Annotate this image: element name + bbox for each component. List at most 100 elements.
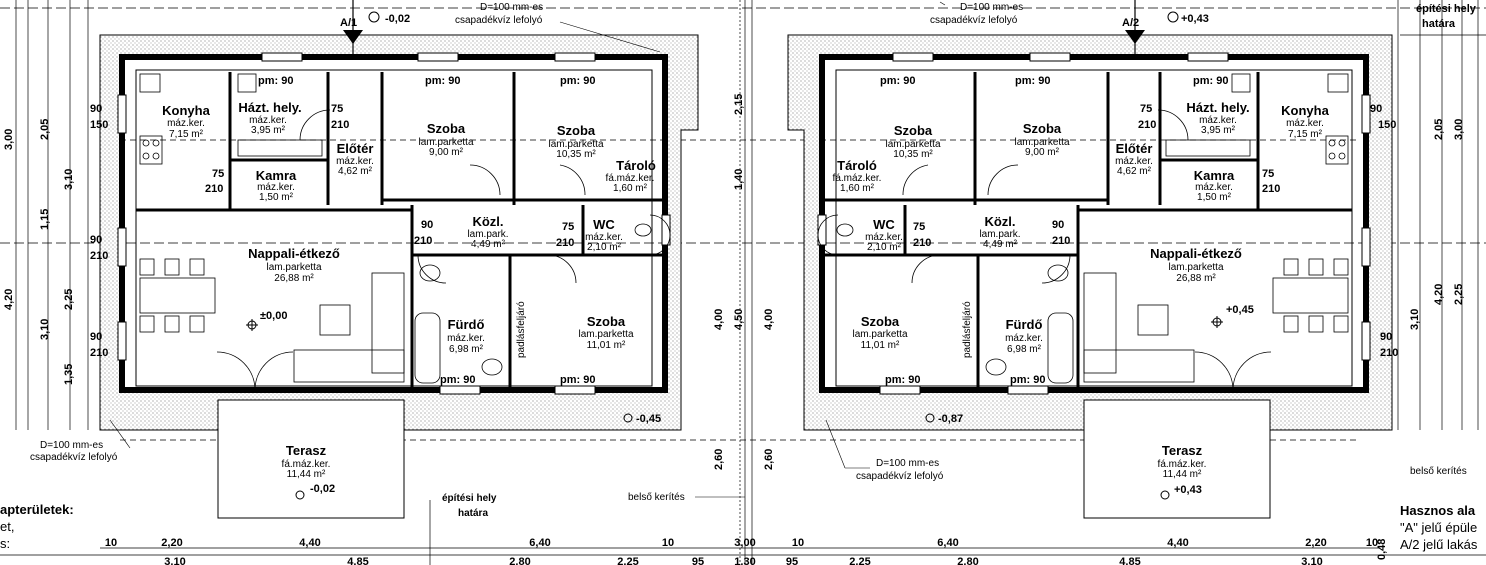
room-area: 6,98 m² (1007, 344, 1042, 355)
svg-text:90: 90 (1052, 219, 1064, 231)
right-limit-l2: határa (1422, 18, 1456, 30)
svg-text:210: 210 (1380, 347, 1398, 359)
room-floor: lam.park. (467, 229, 508, 240)
room-name: WC (873, 217, 895, 232)
right-margin-text: Hasznos ala "A" jelű épüle A/2 jelű laká… (1400, 503, 1478, 552)
svg-text:2,25: 2,25 (63, 289, 75, 310)
pm-tag: pm: 90 (440, 374, 475, 386)
room-name: Fürdő (1006, 317, 1043, 332)
svg-text:4,00: 4,00 (713, 309, 725, 330)
room-name: Szoba (427, 121, 466, 136)
svg-text:10: 10 (1366, 537, 1378, 549)
room-area: 11,01 m² (587, 340, 626, 351)
pm-tag: pm: 90 (425, 75, 460, 87)
level-top-a1: -0,02 (385, 13, 410, 25)
room-floor: máz.ker. (167, 118, 205, 129)
section-marker-a2: A/2 +0,43 (1122, 0, 1209, 55)
downpipe-note-bottom-a2-l1: D=100 mm-es (876, 458, 939, 469)
room-floor: fá.máz.ker. (1158, 459, 1207, 470)
room-floor: fá.máz.ker. (833, 173, 882, 184)
downpipe-note-top-a2-l2: csapadékvíz lefolyó (930, 15, 1018, 26)
svg-text:3,00: 3,00 (3, 129, 15, 150)
svg-text:95: 95 (786, 556, 798, 565)
svg-text:2,25: 2,25 (1453, 284, 1465, 305)
room-name: Tároló (616, 158, 656, 173)
section-label-a2: A/2 (1122, 17, 1139, 29)
svg-text:210: 210 (1052, 235, 1070, 247)
svg-text:2,05: 2,05 (1433, 119, 1445, 140)
svg-text:150: 150 (90, 119, 108, 131)
room-name: Nappali-étkező (1150, 246, 1242, 261)
room-area: 10,35 m² (893, 149, 933, 160)
svg-text:90: 90 (1380, 331, 1392, 343)
room-area: 4,49 m² (471, 239, 506, 250)
svg-text:4,40: 4,40 (299, 537, 320, 549)
inner-fence-a1: belső kerítés (628, 492, 685, 503)
svg-text:90: 90 (421, 219, 433, 231)
room-floor: lam.parketta (266, 262, 321, 273)
room-floor: lam.parketta (418, 137, 473, 148)
room-name: Előtér (337, 141, 374, 156)
svg-text:3,00: 3,00 (734, 537, 755, 549)
room-floor: lam.parketta (1168, 262, 1223, 273)
level-terrace-a1: -0,02 (310, 483, 335, 495)
room-name: Közl. (472, 214, 503, 229)
downpipe-note-bottom-a1-l1: D=100 mm-es (40, 440, 103, 451)
svg-text:210: 210 (205, 183, 223, 195)
left-margin-text: apterületek: et, s: (0, 502, 74, 551)
svg-text:210: 210 (414, 235, 432, 247)
svg-text:s:: s: (0, 536, 10, 551)
svg-text:4,20: 4,20 (1433, 284, 1445, 305)
svg-text:2,25: 2,25 (849, 556, 870, 565)
svg-text:75: 75 (1140, 103, 1152, 115)
svg-text:90: 90 (1370, 103, 1382, 115)
room-name: Tároló (837, 158, 877, 173)
svg-text:2,60: 2,60 (713, 449, 725, 470)
svg-text:75: 75 (913, 221, 925, 233)
svg-text:apterületek:: apterületek: (0, 502, 74, 517)
room-area: 3,95 m² (1201, 125, 1236, 136)
room-area: 9,00 m² (429, 147, 464, 158)
left-dimension-strip (15, 0, 89, 430)
building-limit-l2: határa (458, 508, 488, 519)
attic-access-a1: padlásfeljáró (516, 301, 527, 358)
room-name: Kamra (1194, 168, 1235, 183)
room-area: 1,50 m² (259, 192, 294, 203)
room-name: Szoba (894, 123, 933, 138)
room-floor: lam.parketta (548, 139, 603, 150)
svg-text:1,40: 1,40 (733, 169, 745, 190)
unit-a1 (99, 34, 699, 519)
room-floor: lam.parketta (885, 139, 940, 150)
room-labels-a1: Konyha máz.ker. 7,15 m² Házt. hely. máz.… (162, 100, 656, 480)
svg-text:0,48: 0,48 (1376, 539, 1388, 560)
svg-text:2,20: 2,20 (161, 537, 182, 549)
room-floor: lam.parketta (578, 329, 633, 340)
svg-text:210: 210 (331, 119, 349, 131)
room-floor: máz.ker. (257, 182, 295, 193)
room-floor: máz.ker. (585, 232, 623, 243)
room-name: Házt. hely. (1186, 100, 1249, 115)
svg-text:3,10: 3,10 (63, 169, 75, 190)
room-name: Kamra (256, 168, 297, 183)
svg-text:2,60: 2,60 (763, 449, 775, 470)
svg-text:Hasznos ala: Hasznos ala (1400, 503, 1476, 518)
level-outside-a1: -0,45 (636, 413, 661, 425)
svg-text:2,25: 2,25 (617, 556, 638, 565)
unit-a2 (787, 34, 1393, 519)
svg-text:et,: et, (0, 519, 14, 534)
level-floor-a2: +0,45 (1226, 304, 1254, 316)
svg-text:A/2 jelű lakás: A/2 jelű lakás (1400, 537, 1478, 552)
room-area: 10,35 m² (556, 149, 596, 160)
svg-text:4,20: 4,20 (3, 289, 15, 310)
svg-text:75: 75 (212, 168, 224, 180)
room-name: Előtér (1116, 141, 1153, 156)
room-floor: lam.parketta (1014, 137, 1069, 148)
room-floor: lam.parketta (852, 329, 907, 340)
svg-text:10: 10 (792, 537, 804, 549)
room-name: Házt. hely. (238, 100, 301, 115)
svg-text:2,05: 2,05 (39, 119, 51, 140)
svg-text:4,40: 4,40 (1167, 537, 1188, 549)
pm-tag: pm: 90 (258, 75, 293, 87)
pm-tags: pm: 90 pm: 90 pm: 90 pm: 90 pm: 90 pm: 9… (258, 75, 1228, 386)
room-area: 1,60 m² (613, 183, 648, 194)
